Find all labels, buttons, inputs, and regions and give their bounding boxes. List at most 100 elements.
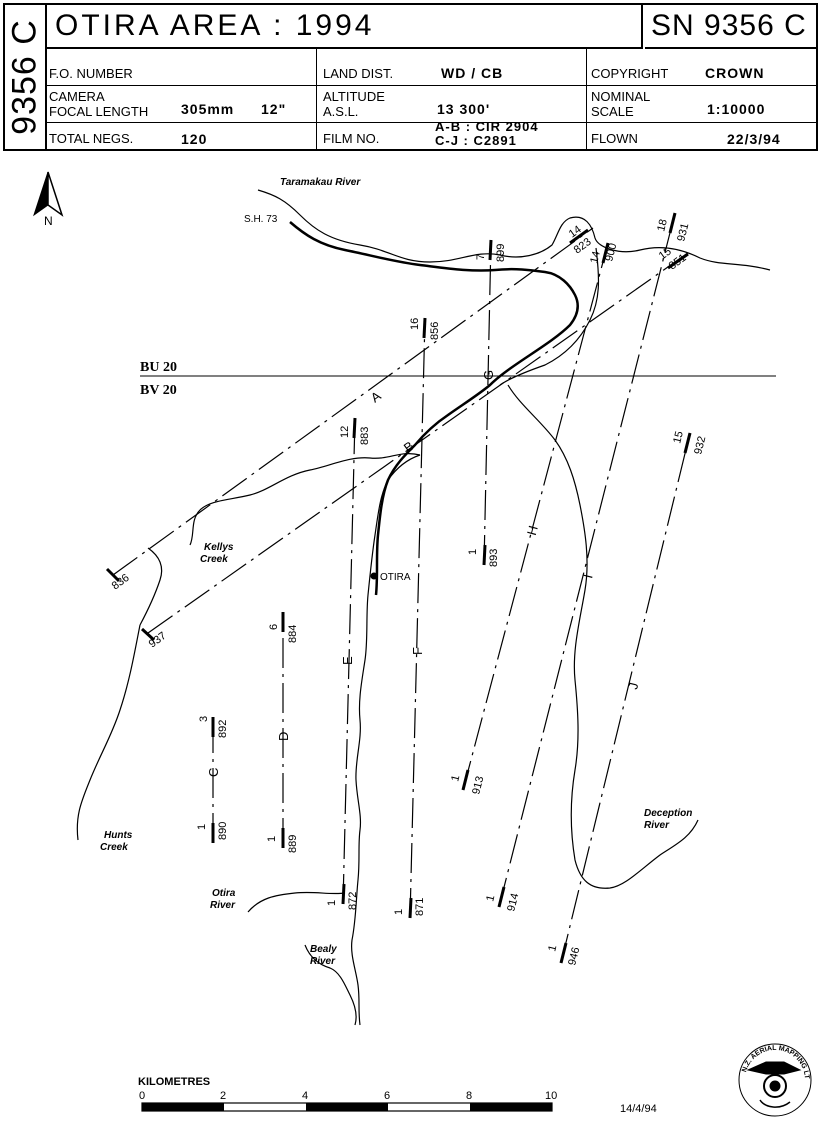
deception-river [507, 384, 699, 889]
focal-length-in: 12" [261, 101, 287, 117]
run-e [342, 417, 356, 905]
cell-copyright: COPYRIGHT CROWN [587, 49, 816, 85]
altitude-label: ALTITUDE [323, 89, 385, 104]
run-f [409, 317, 426, 919]
title-block: 9356 C OTIRA AREA : 1994 SN 9356 C F.O. … [3, 3, 818, 151]
run-i-end-mark [668, 212, 677, 234]
run-g-start-mark [482, 544, 487, 566]
photo-d-start-run: 1 [266, 836, 278, 842]
scale-tick-8: 8 [466, 1090, 472, 1102]
photo-i-start-run: 1 [484, 894, 497, 903]
cell-altitude: ALTITUDE A.S.L. 13 300' [317, 86, 587, 122]
run-letters: A B C D E F G H I J [206, 370, 641, 777]
bealy-river [304, 944, 357, 1026]
photo-e-start-run: 1 [326, 900, 338, 906]
cell-film-no: FILM NO. A-B : CIR 2904 C-J : C2891 [317, 119, 587, 149]
photo-h-end: 900 [603, 242, 619, 263]
photo-j-start: 946 [566, 946, 582, 967]
scale-value: 1:10000 [707, 101, 766, 117]
photo-j-end: 932 [692, 435, 708, 456]
photo-b-start: 937 [147, 630, 169, 650]
label-hunts-creek: Creek [100, 842, 128, 853]
scale-tick-6: 6 [384, 1090, 390, 1102]
seal-text: N.Z. AERIAL MAPPING LTD [0, 151, 810, 1080]
date-stamp: 14/4/94 [620, 1103, 657, 1115]
run-b [147, 249, 693, 634]
scale-bar-ticks: 0 2 4 6 8 10 [139, 1090, 557, 1102]
run-h [462, 242, 609, 791]
run-i-start-mark [497, 886, 506, 908]
nominal-label: NOMINAL [591, 89, 651, 104]
photo-g-end: 899 [495, 244, 507, 262]
run-e-end-mark [352, 417, 357, 439]
kellys-creek [189, 453, 421, 546]
film-no-value-cj: C-J : C2891 [435, 133, 517, 148]
photo-c-start-run: 1 [196, 824, 208, 830]
run-a-end-mark [569, 228, 589, 245]
scale-tick-10: 10 [545, 1090, 557, 1102]
photo-f-end: 856 [429, 322, 441, 340]
run-a [112, 227, 594, 576]
flight-runs [112, 212, 693, 964]
fo-number-label: F.O. NUMBER [49, 66, 133, 81]
photo-a-run: 14 [567, 224, 584, 241]
photo-h-start: 913 [470, 775, 486, 796]
row-negs: TOTAL NEGS. 120 FILM NO. A-B : CIR 2904 … [45, 119, 816, 149]
photo-b-run: 15 [657, 246, 674, 263]
photo-d-start: 889 [287, 835, 299, 853]
land-dist-value: WD / CB [441, 65, 504, 81]
scale-bar: KILOMETRES 0 2 4 6 8 10 [138, 1076, 557, 1112]
run-letter-j: J [625, 681, 641, 691]
label-otira-town: OTIRA [380, 572, 411, 583]
total-negs-label: TOTAL NEGS. [49, 131, 134, 146]
cell-land-dist: LAND DIST. WD / CB [317, 49, 587, 85]
copyright-label: COPYRIGHT [591, 66, 669, 81]
run-letter-f: F [410, 647, 425, 655]
photo-h-start-run: 1 [449, 774, 462, 783]
run-g-end-mark [488, 239, 493, 261]
label-taramakau-river: Taramakau River [280, 177, 361, 188]
north-arrow-icon: N [33, 171, 64, 228]
run-end-markers [105, 212, 692, 964]
flown-label: FLOWN [591, 131, 638, 146]
label-kellys: Kellys [204, 542, 234, 553]
photo-j-end-run: 15 [671, 430, 686, 445]
label-bealy-river: River [310, 956, 336, 967]
taramakau-river [257, 189, 771, 271]
photo-f-start-run: 1 [393, 909, 405, 915]
scale-bar-segment-3 [306, 1103, 388, 1111]
scale-bar-segment-5 [470, 1103, 552, 1111]
scale-tick-2: 2 [220, 1090, 226, 1102]
run-h-end-mark [601, 242, 610, 264]
scale-label: SCALE [591, 104, 634, 119]
photo-d-end: 884 [287, 625, 299, 643]
camera-label: CAMERA [49, 89, 105, 104]
otira-river-west [247, 891, 346, 913]
photo-i-end-run: 18 [655, 218, 670, 233]
photo-g-end-run: 7 [475, 254, 487, 260]
hunts-creek [76, 624, 141, 841]
map-title: OTIRA AREA : 1994 [45, 5, 643, 49]
rivers [76, 189, 771, 1026]
state-highway-73 [289, 221, 579, 596]
label-sh73: S.H. 73 [244, 214, 278, 225]
label-bealy: Bealy [310, 944, 337, 955]
otira-town-marker [370, 572, 378, 580]
land-dist-label: LAND DIST. [323, 66, 394, 81]
photo-e-end-run: 12 [339, 426, 351, 438]
photo-g-start-run: 1 [467, 549, 479, 555]
focal-length-mm: 305mm [181, 101, 235, 117]
photo-f-end-run: 16 [409, 318, 421, 330]
sheet-code-side: 9356 C [5, 5, 47, 149]
photo-e-start: 872 [347, 892, 359, 910]
film-no-label: FILM NO. [323, 131, 380, 146]
run-letter-c: C [206, 768, 221, 777]
run-g [483, 239, 492, 566]
run-a-start-mark [105, 567, 121, 583]
label-deception: Deception [644, 808, 692, 819]
run-h-start-mark [461, 769, 470, 791]
run-f-start-mark [408, 897, 413, 919]
run-letter-a: A [368, 388, 384, 405]
scale-bar-segment-1 [142, 1103, 224, 1111]
scale-tick-4: 4 [302, 1090, 308, 1102]
